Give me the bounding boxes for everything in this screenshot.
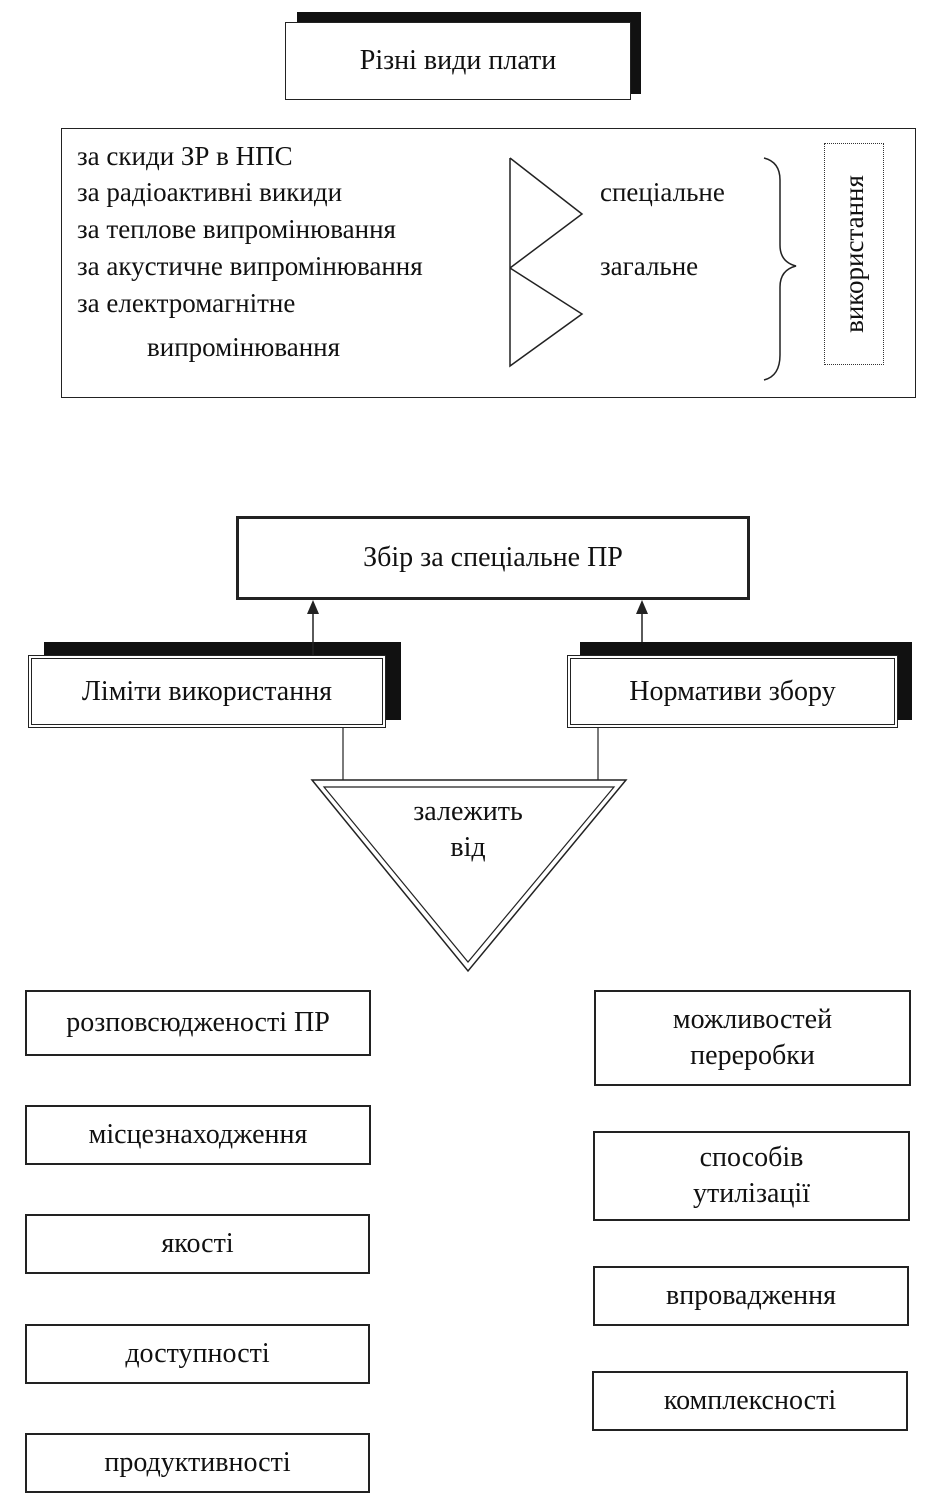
fee-type-item: за скиди ЗР в НПС <box>77 141 293 171</box>
factor-box-right: впровадження <box>593 1266 909 1326</box>
factor-text: комплексності <box>663 1385 837 1416</box>
factor-text: можливостей <box>672 1004 833 1035</box>
factor-box-left: розповсюдженості ПР <box>25 990 371 1056</box>
norms-box: Нормативи збору <box>567 655 898 728</box>
factor-text: доступності <box>125 1338 270 1369</box>
depends-text-1: залежить <box>413 796 523 827</box>
factor-box-left: місцезнаходження <box>25 1105 371 1165</box>
factor-text: продуктивності <box>104 1447 291 1478</box>
depends-triangle-inner <box>322 786 616 963</box>
factor-text: місцезнаходження <box>88 1119 308 1150</box>
factor-text: якості <box>161 1228 234 1259</box>
zigzag-lower <box>509 158 584 368</box>
usage-label-box <box>824 143 884 365</box>
fee-title-box: Збір за спеціальне ПР <box>236 516 750 600</box>
limits-box: Ліміти використання <box>28 655 386 728</box>
depends-text-2: від <box>450 832 486 863</box>
factor-text: розповсюдженості ПР <box>66 1007 330 1038</box>
factor-text: утилізації <box>692 1178 810 1209</box>
fee-title-text: Збір за спеціальне ПР <box>363 542 623 573</box>
fee-type-item: за акустичне випромінювання <box>77 251 423 281</box>
arrow-norms-head <box>636 600 648 614</box>
limits-text: Ліміти використання <box>81 675 333 707</box>
arrow-limits-head <box>307 600 319 614</box>
fee-type-item: за радіоактивні викиди <box>77 177 343 207</box>
factor-box-right: способів утилізації <box>593 1131 910 1221</box>
norms-text: Нормативи збору <box>629 675 836 707</box>
factor-box-left: доступності <box>25 1324 370 1384</box>
usage-special: спеціальне <box>600 177 725 207</box>
zigzag-upper <box>509 157 584 269</box>
curly-brace <box>763 157 797 381</box>
factor-box-right: можливостей переробки <box>594 990 911 1086</box>
factor-text: переробки <box>690 1040 815 1071</box>
fee-types-panel <box>61 128 916 398</box>
fee-type-item: за теплове випромінювання <box>77 214 396 244</box>
factor-text: способів <box>699 1142 804 1173</box>
factor-text: впровадження <box>666 1280 836 1311</box>
factor-box-left: якості <box>25 1214 370 1274</box>
usage-general: загальне <box>600 251 699 281</box>
fee-type-item: за електромагнітне <box>77 288 296 318</box>
fee-type-item: випромінювання <box>147 332 341 362</box>
factor-box-right: комплексності <box>592 1371 908 1431</box>
title-text: Різні види плати <box>359 45 557 76</box>
depends-triangle-outer <box>310 779 628 973</box>
factor-box-left: продуктивності <box>25 1433 370 1493</box>
title-box: Різні види плати <box>285 22 631 100</box>
